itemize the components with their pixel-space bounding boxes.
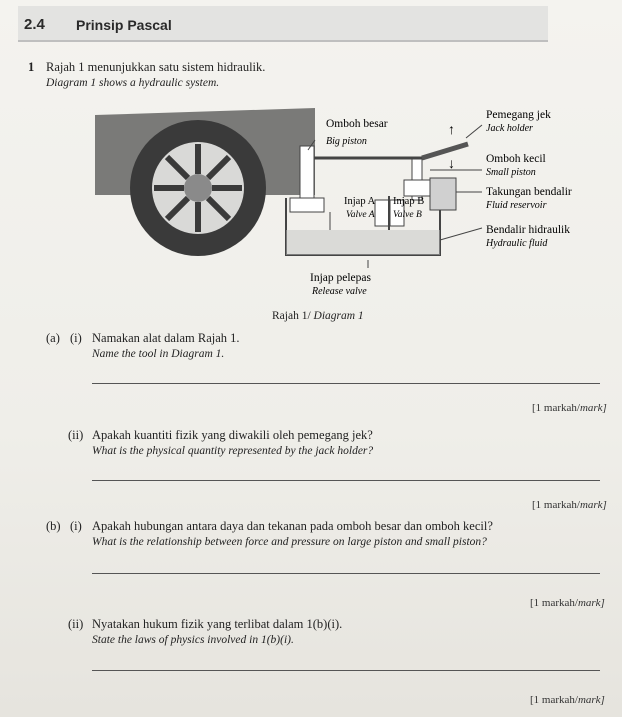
part-a2-label: (ii) [68,428,84,442]
down-arrow-icon: ↓ [448,157,455,172]
label-reservoir-en: Fluid reservoir [485,200,547,211]
diagram-caption-ms: Rajah 1/ [272,310,311,322]
small-piston-head [403,179,431,197]
label-valve-b-ms: Injap B [393,196,424,207]
part-b-label: (b) [46,519,61,533]
answer-line-b2[interactable] [92,670,600,671]
fluid-reservoir [429,177,457,211]
big-piston-head [289,197,325,213]
part-b1-label: (i) [70,519,82,533]
section-number: 2.4 [24,16,45,33]
mark-en: mark] [577,597,605,609]
label-small-piston-ms: Omboh kecil [486,153,546,165]
mark-ms: [1 markah/ [532,499,580,511]
mark-ms: [1 markah/ [530,597,578,609]
part-b2-label: (ii) [68,617,84,631]
car-wheel [130,120,266,256]
part-a-label: (a) [46,331,60,345]
part-b1-question-en: What is the relationship between force a… [92,536,487,548]
question-intro-ms: Rajah 1 menunjukkan satu sistem hidrauli… [46,60,266,74]
question-intro-en: Diagram 1 shows a hydraulic system. [46,77,220,89]
answer-line-a2[interactable] [92,480,600,481]
part-a1-question-ms: Namakan alat dalam Rajah 1. [92,331,240,345]
label-valve-b-en: Valve B [393,210,422,220]
part-a2-question-ms: Apakah kuantiti fizik yang diwakili oleh… [92,428,373,442]
part-b2-question-ms: Nyatakan hukum fizik yang terlibat dalam… [92,617,343,631]
label-jack-holder-ms: Pemegang jek [486,109,551,121]
mark-allocation-a2: [1 markah/mark] [532,499,607,511]
part-b1-question-ms: Apakah hubungan antara daya dan tekanan … [92,519,493,533]
answer-line-a1[interactable] [92,383,600,384]
big-piston-rod [299,145,315,203]
part-b2-question-en: State the laws of physics involved in 1(… [92,634,294,646]
label-small-piston-en: Small piston [486,167,536,178]
mark-en: mark] [579,402,607,414]
jack-holder-handle [421,141,469,161]
hydraulic-fluid [286,230,440,255]
label-valve-a-en: Valve A [346,210,375,220]
valve-a [374,199,390,227]
hydraulic-system-diagram: ↑ ↓ Omboh besar Big piston Pemegang jek … [95,108,572,297]
part-a1-question-en: Name the tool in Diagram 1. [92,348,225,360]
label-fluid-ms: Bendalir hidraulik [486,224,570,236]
mark-en: mark] [579,499,607,511]
part-a1-label: (i) [70,331,82,345]
answer-line-b1[interactable] [92,573,600,574]
mark-ms: [1 markah/ [530,694,578,706]
up-arrow-icon: ↑ [448,123,455,138]
section-header-bar [18,6,548,42]
part-a2-question-en: What is the physical quantity represente… [92,445,374,457]
mark-allocation-b2: [1 markah/mark] [530,694,605,706]
label-release-valve-en: Release valve [311,286,367,297]
mark-allocation-b1: [1 markah/mark] [530,597,605,609]
hydraulic-cylinder-outline [285,196,441,256]
label-big-piston-ms: Omboh besar [326,118,388,130]
label-reservoir-ms: Takungan bendalir [486,186,572,198]
diagram-caption: Rajah 1/ Diagram 1 [272,310,364,322]
diagram-caption-en: Diagram 1 [313,310,364,322]
question-number: 1 [28,60,35,74]
mark-en: mark] [577,694,605,706]
label-release-valve-ms: Injap pelepas [310,272,372,284]
mark-ms: [1 markah/ [532,402,580,414]
label-jack-holder-en: Jack holder [486,123,533,134]
label-big-piston-en: Big piston [326,136,367,147]
section-title: Prinsip Pascal [76,17,172,33]
mark-allocation-a1: [1 markah/mark] [532,402,607,414]
label-valve-a-ms: Injap A [344,196,376,207]
label-fluid-en: Hydraulic fluid [485,238,548,249]
